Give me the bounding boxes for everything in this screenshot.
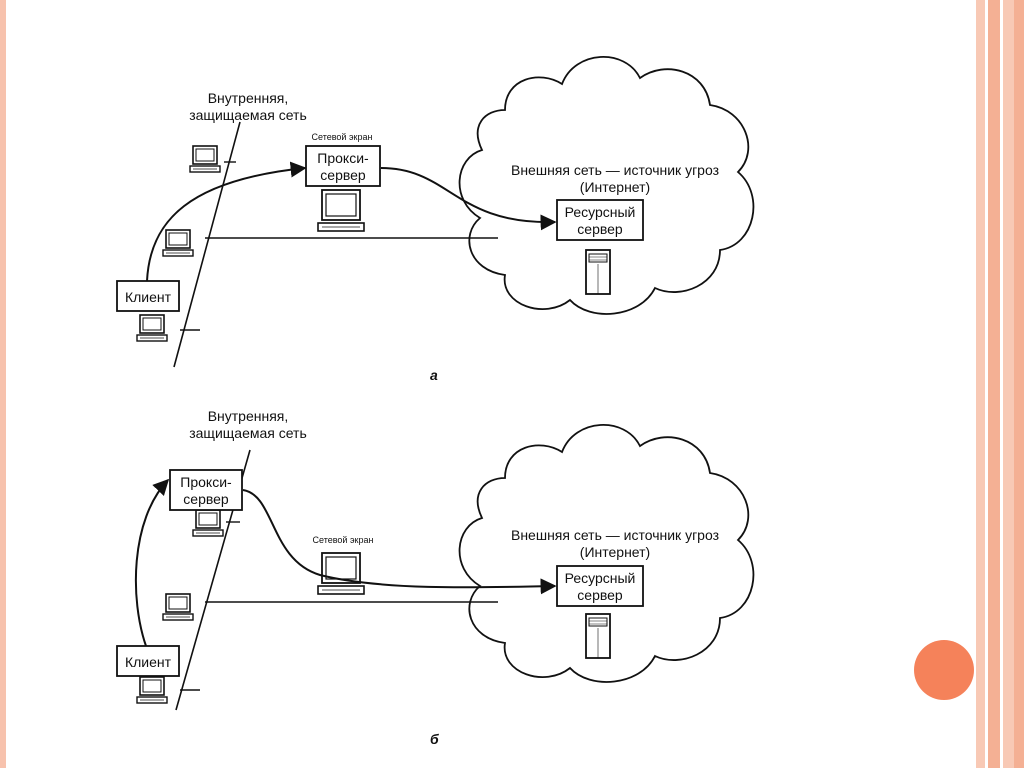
panel-a-proxy-box — [305, 145, 381, 187]
left-frame-stripe — [0, 0, 6, 768]
panel-a-firewall-computer-icon — [317, 189, 365, 232]
panel-a: Клиент Сетевой экран Прокси- сервер Внут… — [116, 56, 755, 383]
panel-a-proxy-line1: Прокси- — [317, 150, 369, 166]
panel-b-resource-server-box — [556, 565, 644, 607]
panel-a-arrow-proxy-to-server — [380, 167, 557, 231]
panel-a-client-box — [116, 280, 180, 312]
right-frame-stripes — [972, 0, 1024, 768]
panel-b-arrow-client-to-proxy — [134, 478, 170, 647]
panel-b-firewall-computer-icon — [317, 552, 365, 595]
panel-b-pc-bottom-icon — [136, 676, 168, 704]
panel-b-proxy-line1: Прокси- — [180, 474, 232, 490]
panel-b-resource-line2: сервер — [577, 587, 623, 603]
panel-b-firewall-label: Сетевой экран — [313, 535, 374, 545]
panel-a-server-tower-icon — [585, 249, 611, 295]
panel-b-pc-top-icon — [192, 509, 224, 537]
panel-a-pc-middle-icon — [162, 229, 194, 257]
panel-a-client-label: Клиент — [125, 289, 172, 305]
panel-a-firewall-label: Сетевой экран — [312, 132, 373, 142]
panel-b: Клиент Прокси- сервер Сетевой экран Внут… — [116, 408, 755, 747]
panel-b-server-tower-icon — [585, 613, 611, 659]
panel-b-internal-net-line1: Внутренняя, — [208, 408, 289, 424]
panel-b-client-label: Клиент — [125, 654, 172, 670]
panel-a-internal-net-line2: защищаемая сеть — [189, 107, 307, 123]
panel-a-letter: а — [430, 367, 438, 383]
panel-b-client-box — [116, 645, 180, 677]
panel-a-internal-network-line — [173, 121, 241, 368]
panel-a-pc-top-icon — [189, 145, 221, 173]
panel-a-cloud-line1: Внешняя сеть — источник угроз — [511, 162, 719, 178]
panel-b-resource-line1: Ресурсный — [565, 570, 636, 586]
panel-b-internal-net-line2: защищаемая сеть — [189, 425, 307, 441]
panel-b-proxy-box — [169, 469, 243, 511]
panel-a-resource-line1: Ресурсный — [565, 204, 636, 220]
panel-a-resource-server-box — [556, 199, 644, 241]
panel-a-internal-net-line1: Внутренняя, — [208, 90, 289, 106]
panel-a-pc-bottom-icon — [136, 314, 168, 342]
panel-b-arrow-proxy-to-server — [242, 489, 557, 595]
panel-b-letter: б — [430, 731, 439, 747]
panel-a-internet-cloud — [458, 56, 755, 315]
panel-b-cloud-line1: Внешняя сеть — источник угроз — [511, 527, 719, 543]
panel-a-cloud-line2: (Интернет) — [580, 179, 650, 195]
panel-a-proxy-line2: сервер — [320, 167, 366, 183]
panel-b-proxy-line2: сервер — [183, 491, 229, 507]
panel-b-internet-cloud — [458, 424, 755, 683]
panel-a-resource-line2: сервер — [577, 221, 623, 237]
panel-b-cloud-line2: (Интернет) — [580, 544, 650, 560]
orange-circle-decoration — [914, 640, 974, 700]
panel-a-arrow-client-to-proxy — [146, 161, 307, 282]
panel-b-pc-middle-icon — [162, 593, 194, 621]
